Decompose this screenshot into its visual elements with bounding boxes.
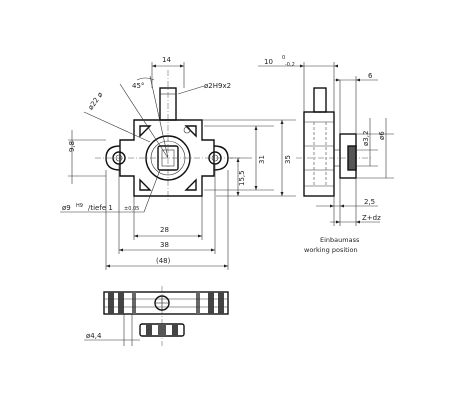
center-key — [157, 145, 179, 171]
dim-32: ø3,2 — [362, 131, 370, 146]
side-dimensions: 10 0 -0,2 6 ø3,2 ø6 2,5 Z+dz Einbaumass … — [258, 55, 394, 254]
bottom-body — [103, 291, 229, 315]
dim-38: 38 — [160, 241, 169, 249]
dim-zdz: Z+dz — [362, 214, 381, 222]
side-view — [296, 87, 372, 197]
dim-tiefe: /tiefe 1 — [88, 204, 113, 212]
side-shaft — [313, 87, 327, 113]
dim-155: 15,5 — [238, 170, 246, 186]
dim-45: 45° — [132, 82, 144, 90]
dim-10-tol2: -0,2 — [285, 62, 295, 68]
mounting-flange — [105, 145, 229, 171]
dim-10: 10 — [264, 58, 273, 66]
side-body — [303, 111, 335, 197]
dim-22: ø22 ø — [87, 90, 105, 111]
dim-31: 31 — [258, 155, 266, 164]
dim-48: (48) — [156, 257, 171, 265]
dim-25: 2,5 — [364, 198, 375, 206]
dim-98: 9,8 — [68, 141, 76, 152]
dim-35: 35 — [284, 155, 292, 164]
dim-005: ±0,05 — [124, 206, 139, 212]
rotor-circle — [145, 135, 191, 181]
dim-28: 28 — [160, 226, 169, 234]
bottom-view: ø4,4 — [84, 286, 229, 346]
dim-14: 14 — [162, 56, 171, 64]
dim-6b: ø6 — [378, 131, 386, 140]
dim-9: ø9 — [62, 204, 71, 212]
dim-6: 6 — [368, 72, 373, 80]
dim-10-tol: 0 — [282, 55, 285, 61]
note-einbaumass: Einbaumass — [320, 236, 360, 244]
dim-h9: H9 — [76, 203, 83, 209]
dim-hole: ø2H9x2 — [204, 82, 231, 90]
dim-44: ø4,4 — [86, 332, 102, 340]
note-working-position: working position — [304, 246, 358, 254]
